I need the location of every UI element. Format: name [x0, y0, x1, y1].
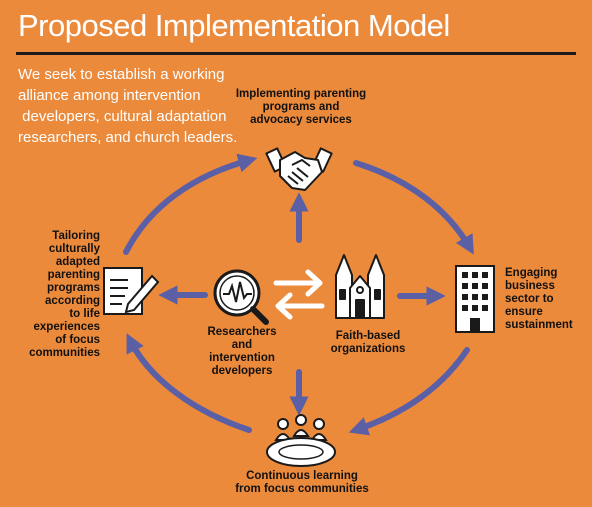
label-line: intervention	[209, 352, 275, 364]
label-line: Engaging	[505, 267, 558, 279]
label-line: advocacy services	[250, 114, 352, 126]
label-line: programs and	[262, 101, 340, 113]
label-line: ensure	[505, 306, 543, 318]
label-line: sustainment	[505, 319, 573, 331]
intro-line: We seek to establish a working	[18, 66, 225, 83]
label-line: culturally	[48, 243, 100, 255]
magnifier-chart-icon	[213, 269, 269, 325]
label-line: business	[505, 280, 555, 292]
intro-line: alliance among intervention	[18, 87, 201, 104]
label-line: Faith-based	[335, 330, 401, 342]
title-divider	[16, 52, 576, 55]
node-label-continuous-learning: Continuous learning from focus communiti…	[222, 470, 382, 496]
label-line: to life	[69, 308, 100, 320]
label-line: Tailoring	[52, 230, 100, 242]
office-building-icon	[455, 265, 495, 333]
label-line: parenting	[47, 269, 100, 281]
label-line: and	[231, 339, 253, 351]
church-icon	[335, 254, 385, 319]
exchange-arrows-icon	[273, 269, 325, 320]
label-line: according	[45, 295, 100, 307]
label-line: adapted	[55, 256, 100, 268]
label-line: Implementing parenting	[235, 88, 367, 100]
label-line: Researchers	[207, 326, 277, 338]
document-pen-icon	[103, 267, 160, 315]
label-line: of focus	[55, 334, 100, 346]
node-label-tailoring: Tailoring culturally adapted parenting p…	[12, 230, 100, 360]
node-label-engaging: Engaging business sector to ensure susta…	[505, 267, 585, 332]
node-label-researchers: Researchers and intervention developers	[198, 326, 286, 378]
label-line: experiences	[33, 321, 101, 333]
cycle-arrow-top-to-right	[353, 160, 474, 255]
cycle-arrow-bottom-to-left	[126, 333, 252, 433]
page-title: Proposed Implementation Model	[18, 8, 450, 43]
handshake-icon	[265, 147, 333, 191]
label-line: developers	[211, 365, 273, 377]
intro-line: developers, cultural adaptation	[18, 108, 227, 125]
intro-line: researchers, and church leaders.	[18, 129, 238, 146]
node-label-faith-based: Faith-based organizations	[318, 330, 418, 356]
intro-text: We seek to establish a working alliance …	[18, 64, 253, 148]
label-line: sector to	[505, 293, 554, 305]
label-line: programs	[46, 282, 100, 294]
label-line: Continuous learning	[246, 470, 358, 482]
label-line: from focus communities	[235, 483, 369, 495]
label-line: organizations	[330, 343, 406, 355]
cycle-arrow-right-to-bottom	[348, 347, 470, 436]
cycle-arrow-left-to-top	[123, 153, 258, 255]
node-label-implementing: Implementing parenting programs and advo…	[226, 88, 376, 127]
round-table-meeting-icon	[266, 414, 336, 467]
label-line: communities	[29, 347, 100, 359]
